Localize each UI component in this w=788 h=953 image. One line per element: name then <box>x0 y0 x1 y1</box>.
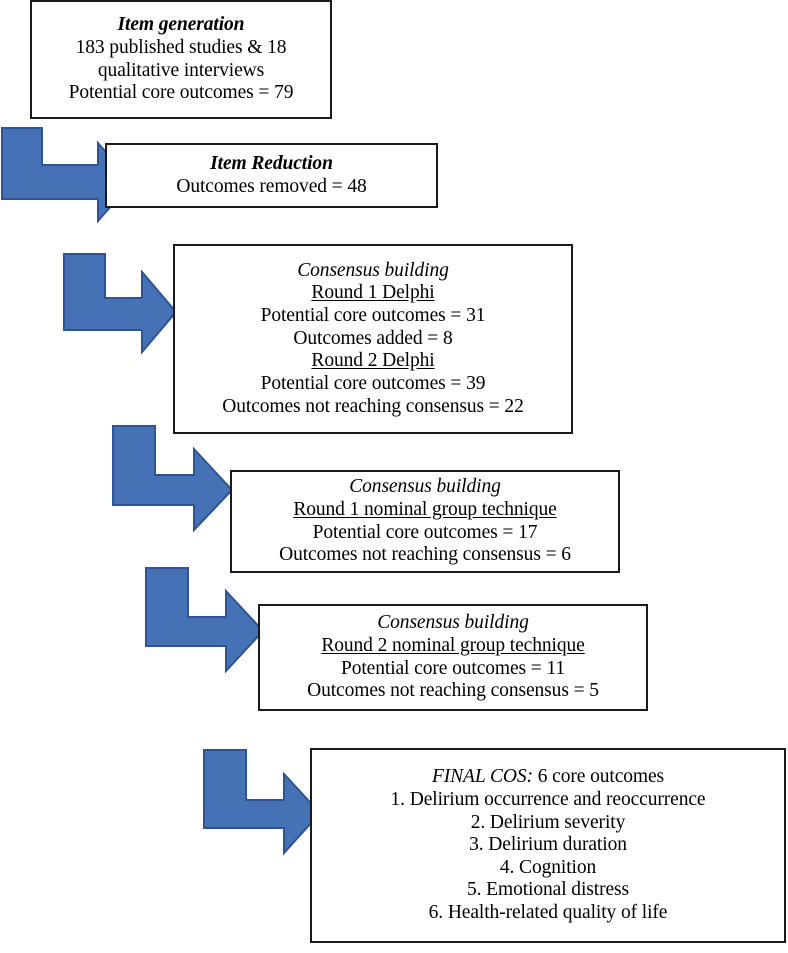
final-outcome-item: 6. Health-related quality of life <box>428 902 668 924</box>
stage-subhead-round-1-ngt: Round 1 nominal group technique <box>293 498 557 520</box>
stage-box-item-reduction[interactable]: Item Reduction Outcomes removed = 48 <box>105 143 438 208</box>
connector-arrow-3 <box>112 425 234 533</box>
stage-line: Outcomes not reaching consensus = 5 <box>307 680 599 702</box>
stage-title-final-cos: FINAL COS: 6 core outcomes <box>432 766 664 789</box>
final-outcome-item: 3. Delirium duration <box>469 834 627 856</box>
stage-line: Outcomes added = 8 <box>293 327 453 349</box>
stage-title-consensus-ngt-2: Consensus building <box>377 612 529 634</box>
stage-box-final-cos[interactable]: FINAL COS: 6 core outcomes 1. Delirium o… <box>310 748 786 943</box>
final-outcome-item: 4. Cognition <box>499 856 597 878</box>
stage-title-item-reduction: Item Reduction <box>210 152 333 174</box>
stage-box-consensus-ngt-1[interactable]: Consensus building Round 1 nominal group… <box>230 470 620 573</box>
stage-line: qualitative interviews <box>97 59 265 81</box>
final-outcome-item: 2. Delirium severity <box>470 811 626 833</box>
stage-box-item-generation[interactable]: Item generation 183 published studies & … <box>30 0 332 119</box>
stage-title-consensus-ngt-1: Consensus building <box>349 476 501 498</box>
stage-line: Potential core outcomes = 17 <box>312 521 538 543</box>
final-cos-label: FINAL COS: <box>431 766 533 788</box>
stage-subhead-round-2-ngt: Round 2 nominal group technique <box>321 634 585 656</box>
stage-line: Outcomes removed = 48 <box>176 175 367 197</box>
final-outcome-item: 5. Emotional distress <box>466 879 629 901</box>
stage-line: Outcomes not reaching consensus = 22 <box>222 395 524 417</box>
stage-line: Potential core outcomes = 79 <box>68 82 294 104</box>
final-cos-count: 6 core outcomes <box>532 766 665 788</box>
stage-line: 183 published studies & 18 <box>75 36 287 58</box>
stage-line: Potential core outcomes = 39 <box>260 372 486 394</box>
stage-title-consensus-delphi: Consensus building <box>297 259 449 281</box>
final-outcome-item: 1. Delirium occurrence and reoccurrence <box>390 788 706 810</box>
stage-box-consensus-delphi[interactable]: Consensus building Round 1 Delphi Potent… <box>173 244 573 434</box>
connector-arrow-4 <box>145 567 265 674</box>
stage-subhead-round-2-delphi: Round 2 Delphi <box>311 350 435 372</box>
connector-arrow-2 <box>63 253 178 355</box>
stage-title-item-generation: Item generation <box>117 14 245 36</box>
connector-arrow-5 <box>203 749 322 856</box>
stage-line: Outcomes not reaching consensus = 6 <box>279 544 571 566</box>
stage-line: Potential core outcomes = 11 <box>340 657 566 679</box>
stage-subhead-round-1-delphi: Round 1 Delphi <box>311 282 435 304</box>
stage-line: Potential core outcomes = 31 <box>260 305 486 327</box>
stage-box-consensus-ngt-2[interactable]: Consensus building Round 2 nominal group… <box>258 604 648 711</box>
